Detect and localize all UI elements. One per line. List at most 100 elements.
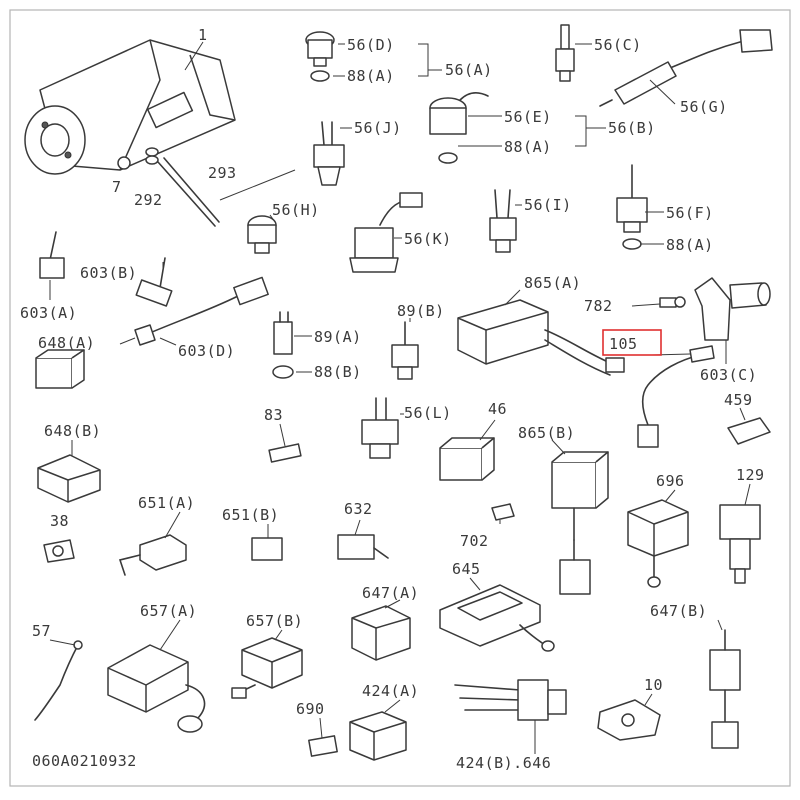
label-651a: 651(A): [138, 494, 195, 512]
label-647a: 647(A): [362, 584, 419, 602]
part-865b-module[interactable]: [551, 451, 609, 595]
part-105-sensor[interactable]: [637, 345, 715, 448]
part-459-clip[interactable]: [727, 417, 771, 445]
label-56b: 56(B): [608, 119, 656, 137]
part-56f-sensor[interactable]: [616, 164, 648, 233]
part-129-valve[interactable]: [719, 504, 761, 584]
label-83: 83: [264, 406, 283, 424]
label-56g: 56(G): [680, 98, 728, 116]
label-632: 632: [344, 500, 373, 518]
part-88a-mid-washer[interactable]: [438, 152, 458, 164]
label-293: 293: [208, 164, 237, 182]
part-88a-right-washer[interactable]: [622, 238, 642, 250]
part-83-fuse[interactable]: [268, 443, 302, 463]
part-56k-sensor[interactable]: [349, 192, 423, 273]
label-105: 105: [609, 335, 638, 353]
label-424a: 424(A): [362, 682, 419, 700]
part-56e-sensor[interactable]: [429, 91, 489, 135]
label-56k: 56(K): [404, 230, 452, 248]
label-603c: 603(C): [700, 366, 757, 384]
leader-lines: [49, 41, 751, 754]
part-651a-connector[interactable]: [118, 534, 187, 576]
part-1-starter-motor[interactable]: [24, 39, 236, 175]
label-56d: 56(D): [347, 36, 395, 54]
label-657a: 657(A): [140, 602, 197, 620]
part-56g-sensor[interactable]: [599, 29, 773, 107]
part-56h-sensor[interactable]: [247, 215, 277, 254]
part-89b-sensor[interactable]: [391, 321, 419, 380]
label-696: 696: [656, 472, 685, 490]
label-57: 57: [32, 622, 51, 640]
label-657b: 657(B): [246, 612, 303, 630]
part-56i-sensor[interactable]: [489, 189, 517, 253]
label-56i: 56(I): [524, 196, 572, 214]
part-657b-module[interactable]: [231, 637, 303, 699]
label-702: 702: [460, 532, 489, 550]
callout-labels: 1 7 292 293 56(D) 88(A) 56(A) 56(C) 56(G…: [20, 26, 765, 772]
part-648a-relay[interactable]: [35, 349, 85, 389]
part-10-bracket[interactable]: [597, 699, 661, 741]
diagram-code: 060A0210932: [32, 752, 137, 770]
part-632-resistor[interactable]: [337, 534, 389, 560]
label-56c: 56(C): [594, 36, 642, 54]
label-129: 129: [736, 466, 765, 484]
part-603c-sensor[interactable]: [694, 277, 771, 341]
part-56d-sensor[interactable]: [305, 31, 335, 67]
part-782-screw[interactable]: [659, 296, 686, 308]
part-7-nut[interactable]: [117, 156, 131, 170]
label-459: 459: [724, 391, 753, 409]
label-46: 46: [488, 400, 507, 418]
label-7: 7: [112, 178, 122, 196]
label-88a-top: 88(A): [347, 67, 395, 85]
part-88a-top-washer[interactable]: [310, 70, 330, 82]
part-88b-washer[interactable]: [272, 365, 294, 379]
label-648a: 648(A): [38, 334, 95, 352]
part-56c-sensor[interactable]: [555, 24, 575, 82]
label-651b: 651(B): [222, 506, 279, 524]
part-38-bracket[interactable]: [43, 539, 75, 563]
label-88a-right: 88(A): [666, 236, 714, 254]
part-603b-connector[interactable]: [135, 257, 173, 307]
part-647b-relay[interactable]: [709, 629, 741, 749]
part-690-fuse[interactable]: [308, 735, 338, 757]
part-647a-relay[interactable]: [351, 605, 411, 661]
label-648b: 648(B): [44, 422, 101, 440]
label-56l: 56(L): [404, 404, 452, 422]
part-702-pin[interactable]: [491, 503, 515, 521]
label-292: 292: [134, 191, 163, 209]
label-89b: 89(B): [397, 302, 445, 320]
label-88b: 88(B): [314, 363, 362, 381]
label-10: 10: [644, 676, 663, 694]
part-293-bolt[interactable]: [157, 157, 220, 227]
label-865a: 865(A): [524, 274, 581, 292]
label-603a: 603(A): [20, 304, 77, 322]
part-46-relay[interactable]: [439, 437, 495, 481]
part-648b-relay[interactable]: [37, 454, 101, 503]
part-424a-relay[interactable]: [349, 711, 407, 761]
part-651b-connector[interactable]: [251, 537, 283, 561]
label-424b-646: 424(B).646: [456, 754, 551, 772]
part-424b-646-harness[interactable]: [454, 679, 567, 721]
label-56h: 56(H): [272, 201, 320, 219]
label-89a: 89(A): [314, 328, 362, 346]
label-690: 690: [296, 700, 325, 718]
part-56j-sensor[interactable]: [313, 121, 345, 186]
part-603d-harness[interactable]: [134, 276, 269, 346]
label-782: 782: [584, 297, 613, 315]
highlight-box-105: [602, 329, 662, 356]
part-89a-sensor[interactable]: [273, 311, 293, 355]
label-645: 645: [452, 560, 481, 578]
part-56l-sensor[interactable]: [361, 397, 399, 459]
label-647b: 647(B): [650, 602, 707, 620]
label-56j: 56(J): [354, 119, 402, 137]
diagram-frame: [9, 9, 791, 787]
label-56f: 56(F): [666, 204, 714, 222]
part-57-cable[interactable]: [34, 640, 83, 721]
part-865a-module[interactable]: [457, 299, 625, 376]
part-696-module[interactable]: [627, 499, 689, 588]
label-56e: 56(E): [504, 108, 552, 126]
part-603a-connector[interactable]: [39, 231, 65, 279]
part-645-module[interactable]: [439, 584, 555, 652]
part-292-washer[interactable]: [145, 147, 159, 165]
part-657a-module[interactable]: [107, 644, 206, 733]
